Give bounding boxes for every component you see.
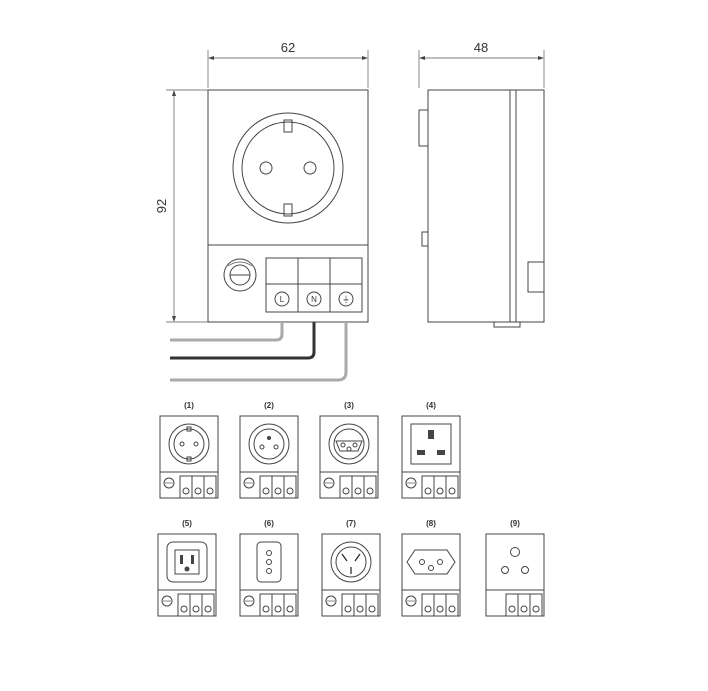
side-view (418, 89, 545, 328)
variant-australian: (7) (321, 519, 381, 617)
variant-brazilian: (8) (401, 519, 461, 617)
variant-indian: (9) (485, 519, 545, 617)
cable-L (170, 322, 284, 342)
thermostat-icon (243, 477, 255, 489)
thermostat-icon (161, 595, 173, 607)
variant-uk: (4) (401, 401, 461, 499)
earth-symbol-icon: ⏚ (342, 295, 350, 304)
variant-label: (7) (346, 519, 356, 528)
terminal-N-label: N (311, 295, 317, 304)
thermostat-icon (223, 258, 257, 292)
height-dimension-label: 92 (154, 199, 169, 213)
front-view: L N ⏚ (170, 89, 369, 382)
depth-dimension-label: 48 (474, 40, 488, 55)
thermostat-icon (323, 477, 335, 489)
variant-label: (6) (264, 519, 274, 528)
variant-swiss: (3) (319, 401, 379, 499)
thermostat-icon (405, 477, 417, 489)
cable-PE (170, 322, 348, 382)
terminal-L-label: L (280, 295, 285, 304)
variant-label: (9) (510, 519, 520, 528)
height-dimension: 92 (154, 89, 208, 323)
variant-french: (2) (239, 401, 299, 499)
width-dimension-label: 62 (281, 40, 295, 55)
variant-grid: (1) (2) (3) (4) (5) (6) (7) (8) (9) (157, 401, 545, 617)
variant-label: (5) (182, 519, 192, 528)
width-dimension: 62 (207, 40, 369, 88)
depth-dimension: 48 (418, 40, 545, 88)
variant-label: (3) (344, 401, 354, 410)
variant-label: (2) (264, 401, 274, 410)
thermostat-icon (325, 595, 337, 607)
cable-N (170, 322, 316, 360)
variant-label: (8) (426, 519, 436, 528)
thermostat-icon (405, 595, 417, 607)
thermostat-icon (243, 595, 255, 607)
variant-usa: (5) (157, 519, 217, 617)
variant-italian: (6) (239, 519, 299, 617)
thermostat-icon (163, 477, 175, 489)
variant-schuko: (1) (159, 401, 219, 499)
variant-label: (1) (184, 401, 194, 410)
variant-label: (4) (426, 401, 436, 410)
